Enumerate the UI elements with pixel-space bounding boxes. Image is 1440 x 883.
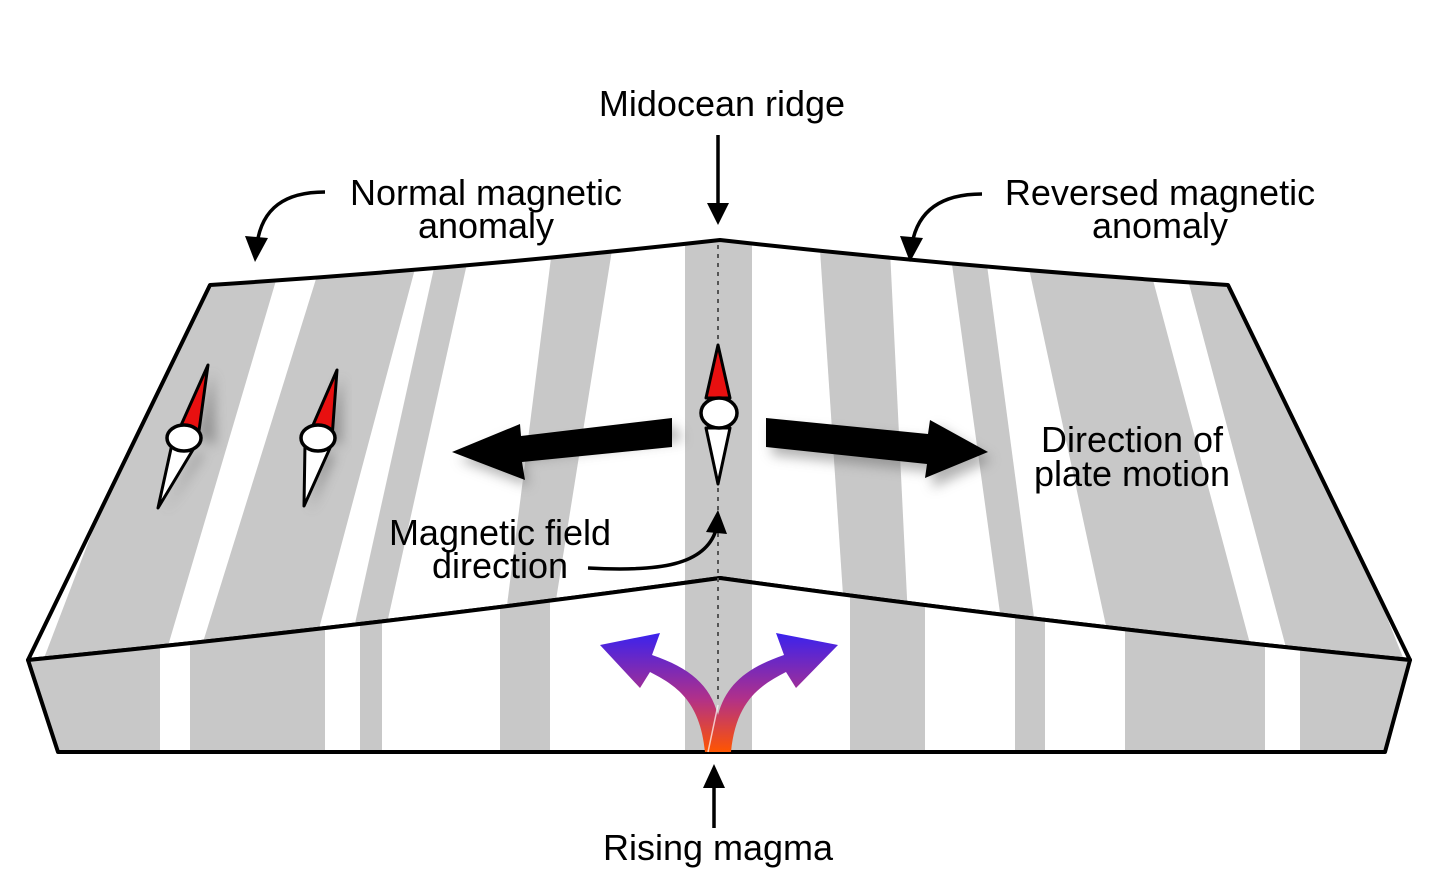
ridge-pointer-arrow bbox=[707, 135, 729, 225]
plate-motion-arrow-left bbox=[452, 418, 684, 486]
normal-anomaly-label-line1: Normal magnetic bbox=[350, 172, 622, 213]
plate-motion-label-line2: plate motion bbox=[1034, 453, 1230, 494]
reversed-anomaly-label-line2: anomaly bbox=[1092, 205, 1228, 246]
plate-motion-arrow-right bbox=[766, 418, 992, 488]
ridge-label: Midocean ridge bbox=[599, 83, 845, 124]
compass-needle-1 bbox=[156, 363, 216, 514]
plate-motion-label-line1: Direction of bbox=[1041, 419, 1224, 460]
reversed-anomaly-label-line1: Reversed magnetic bbox=[1005, 172, 1315, 213]
compass-needle-2 bbox=[299, 368, 342, 512]
normal-anomaly-pointer-arrow bbox=[245, 190, 326, 262]
magnetic-stripes-top bbox=[28, 240, 1410, 660]
normal-anomaly-label-line2: anomaly bbox=[418, 205, 554, 246]
compass-needle-ridge bbox=[699, 343, 739, 486]
magma-pointer-arrow bbox=[703, 764, 725, 828]
magma-label: Rising magma bbox=[603, 827, 834, 868]
magnetic-field-label-line2: direction bbox=[432, 545, 568, 586]
rising-magma-arrows bbox=[600, 633, 838, 753]
reversed-anomaly-pointer-arrow bbox=[900, 192, 983, 262]
magnetic-field-label-line1: Magnetic field bbox=[389, 512, 611, 553]
magnetic-field-pointer-arrow bbox=[587, 510, 727, 571]
